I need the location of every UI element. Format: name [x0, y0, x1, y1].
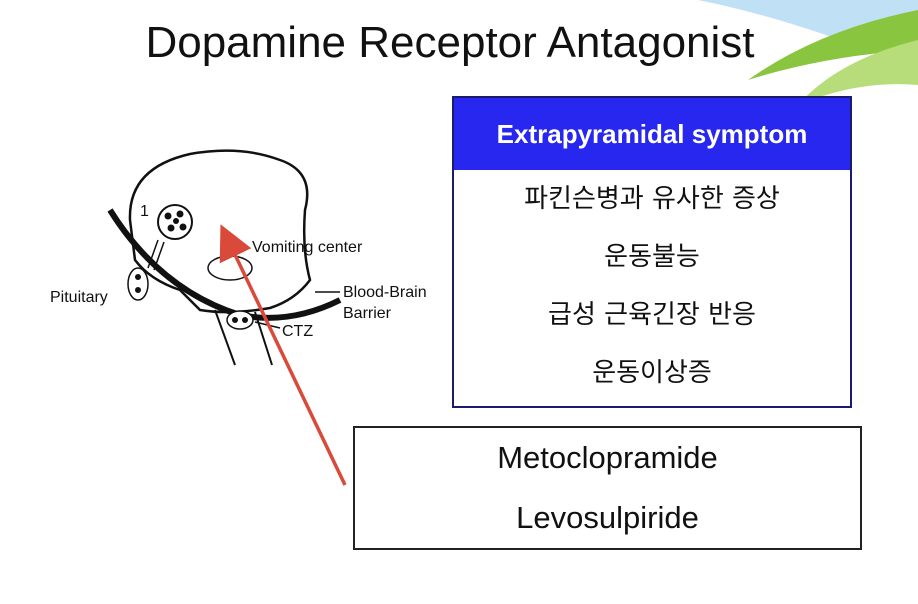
brain-outline — [128, 149, 312, 314]
symptom-item: 파킨슨병과 유사한 증상 — [524, 184, 780, 214]
vomiting-center-region — [207, 255, 253, 281]
symptom-list: 파킨슨병과 유사한 증상 운동불능 급성 근육긴장 반응 운동이상증 — [454, 170, 850, 402]
drug-item: Metoclopramide — [497, 440, 718, 475]
ctz-label: CTZ — [282, 323, 313, 340]
drug-item: Levosulpiride — [516, 500, 699, 535]
blood-brain-barrier-label-line2: Barrier — [343, 305, 392, 322]
vomiting-center-label: Vomiting center — [252, 239, 363, 256]
slide-title: Dopamine Receptor Antagonist — [145, 18, 755, 67]
symptom-item: 급성 근육긴장 반응 — [548, 300, 756, 330]
pituitary-label: Pituitary — [50, 289, 108, 306]
blood-brain-barrier-label-line1: Blood-Brain — [343, 284, 427, 301]
ctz-region — [226, 310, 254, 330]
extrapyramidal-symptom-box: Extrapyramidal symptom 파킨슨병과 유사한 증상 운동불능… — [452, 96, 852, 408]
symptom-item: 운동불능 — [604, 242, 700, 272]
site-number-label: 1 — [140, 203, 149, 220]
brain-diagram: 1 Vomiting center Pituitary Blood-Brain … — [50, 149, 427, 366]
pituitary-gland — [127, 267, 149, 301]
corner-swoosh-decoration — [698, 0, 918, 105]
symptom-box-header: Extrapyramidal symptom — [454, 98, 850, 170]
symptom-item: 운동이상증 — [592, 358, 712, 388]
drug-box: Metoclopramide Levosulpiride — [353, 426, 862, 550]
drug-list: Metoclopramide Levosulpiride — [355, 428, 860, 548]
